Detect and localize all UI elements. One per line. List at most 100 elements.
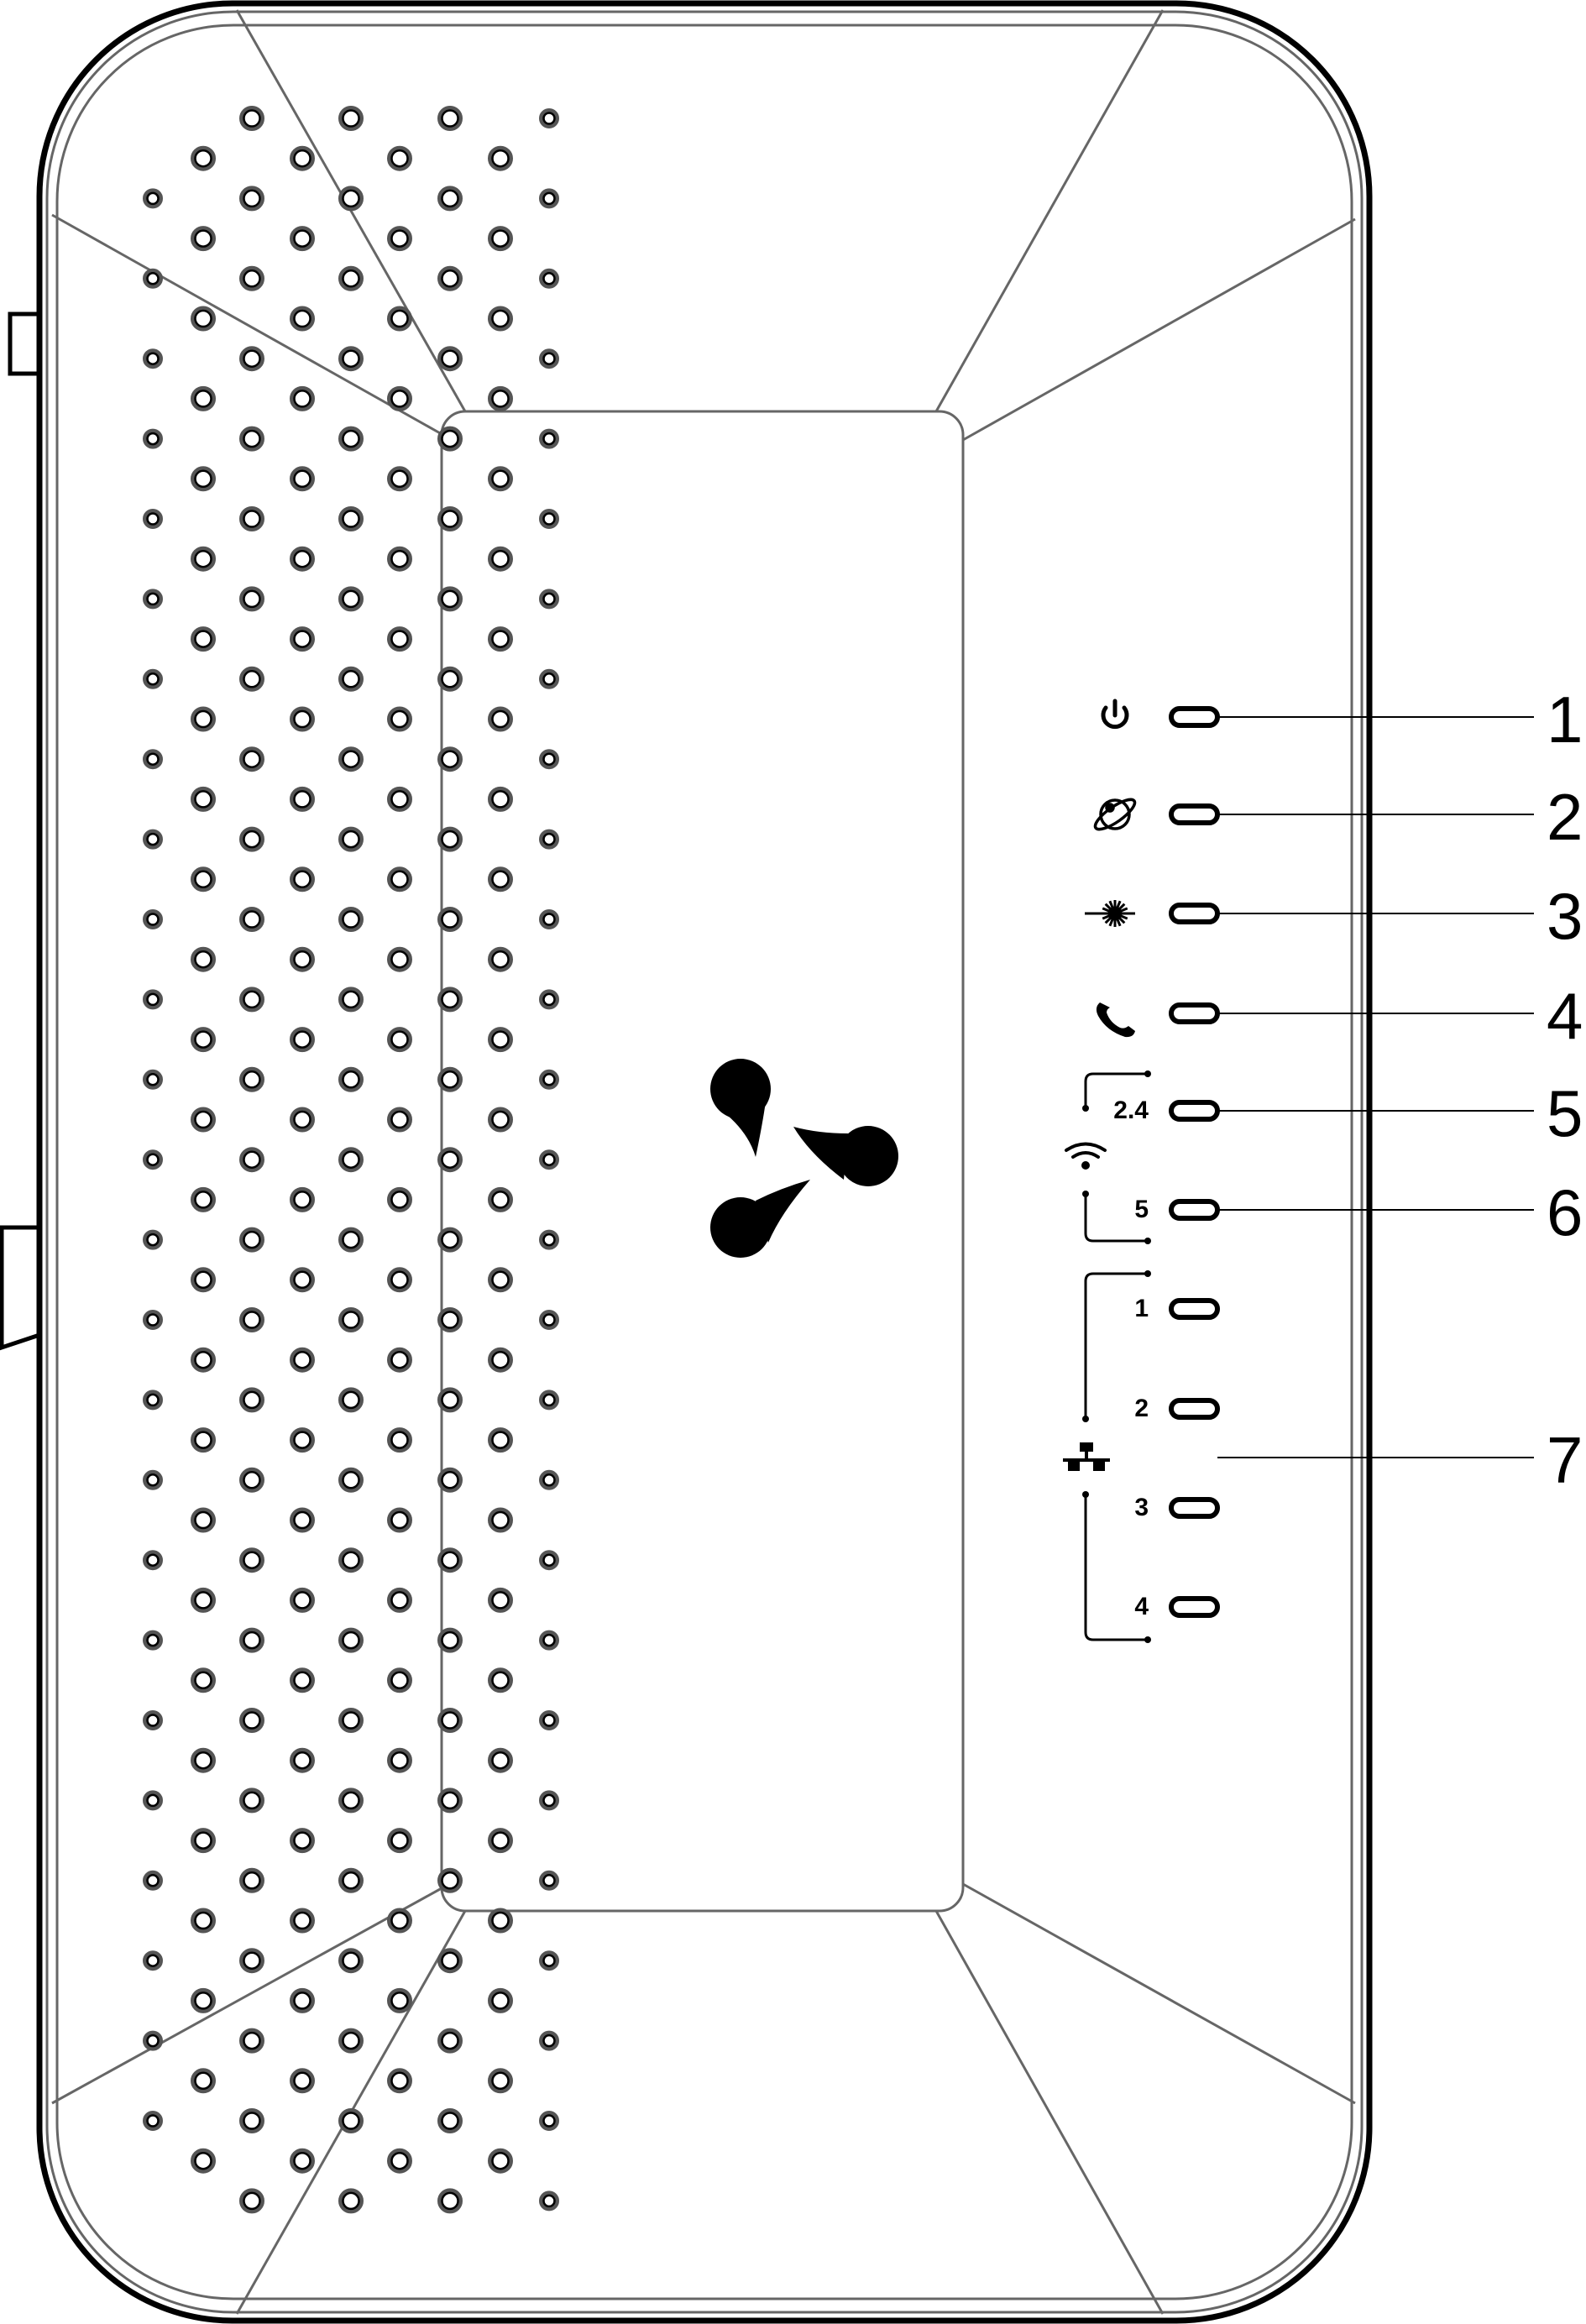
vent-hole [437, 1307, 463, 1332]
vent-hole [488, 626, 513, 652]
vent-hole [191, 2148, 216, 2174]
router-outer-shell [36, 0, 1373, 2324]
vent-hole [387, 1587, 412, 1613]
vent-hole [387, 1027, 412, 1053]
callout-7: 7 [1547, 1423, 1583, 1497]
vent-hole [239, 1787, 264, 1814]
vent-hole [338, 265, 364, 291]
vent-hole [539, 1630, 559, 1651]
vent-hole [437, 746, 463, 772]
vent-hole [239, 907, 264, 932]
vent-hole [437, 1948, 463, 1974]
vent-hole [143, 1229, 163, 1250]
vent-hole [539, 2111, 559, 2131]
vent-hole [191, 226, 216, 252]
vent-hole [488, 2148, 513, 2174]
vent-hole [539, 509, 559, 529]
vent-hole [290, 1908, 315, 1934]
vent-hole [387, 226, 412, 252]
vent-hole [290, 706, 315, 732]
vent-hole [143, 1630, 163, 1651]
vent-hole [239, 1708, 264, 1733]
vent-hole [239, 506, 264, 531]
vent-hole [191, 706, 216, 732]
vent-hole [437, 1547, 463, 1573]
vent-hole [191, 1507, 216, 1533]
vent-hole [488, 385, 513, 411]
vent-hole [387, 1107, 412, 1133]
vent-hole [387, 466, 412, 492]
vent-hole [539, 989, 559, 1010]
vent-hole [239, 2188, 264, 2214]
vent-hole [338, 426, 364, 452]
vent-hole [387, 866, 412, 892]
vent-hole [338, 1467, 364, 1493]
side-port-lower [0, 1225, 40, 1351]
callout-4: 4 [1547, 979, 1583, 1053]
side-port-upper [8, 311, 39, 376]
vent-hole [191, 1747, 216, 1773]
vent-hole [143, 829, 163, 850]
phone-icon [1096, 1002, 1135, 1038]
vent-hole [338, 666, 364, 692]
vent-hole [290, 626, 315, 652]
vent-hole [290, 2068, 315, 2094]
callout-2: 2 [1547, 780, 1583, 854]
led-label-wifi-5: 5 [1134, 1196, 1149, 1223]
vent-hole [387, 1186, 412, 1212]
vent-hole [539, 1790, 559, 1811]
vent-hole [539, 2030, 559, 2051]
vent-hole [143, 1790, 163, 1811]
vent-hole [191, 306, 216, 332]
callout-6: 6 [1547, 1175, 1583, 1249]
vent-hole [338, 2188, 364, 2214]
vent-hole [488, 1987, 513, 2013]
vent-hole [191, 145, 216, 171]
fiber-laser-icon [1085, 900, 1135, 927]
vent-hole [338, 186, 364, 212]
vent-hole [387, 1747, 412, 1773]
vent-hole [387, 2068, 412, 2094]
vent-hole [338, 1307, 364, 1332]
vent-hole [437, 1227, 463, 1253]
vent-hole [488, 2068, 513, 2094]
vent-hole [290, 1347, 315, 1373]
vent-hole [539, 1950, 559, 1971]
led-light [1169, 706, 1220, 728]
vent-hole [191, 866, 216, 892]
vent-hole [488, 1186, 513, 1212]
vent-hole [290, 1747, 315, 1773]
vent-hole [143, 1950, 163, 1971]
vent-hole [191, 786, 216, 812]
vent-hole [191, 946, 216, 972]
vent-hole [143, 1469, 163, 1490]
vent-hole [338, 826, 364, 852]
vent-hole [488, 546, 513, 572]
vent-hole [239, 1066, 264, 1092]
vent-hole [437, 265, 463, 291]
vent-hole [488, 1667, 513, 1693]
vent-hole [290, 306, 315, 332]
vent-hole [387, 626, 412, 652]
vent-hole [539, 1310, 559, 1330]
led-light [1169, 903, 1220, 924]
bracket-dots [1082, 1070, 1151, 1643]
internet-globe-icon [1093, 798, 1137, 831]
vent-hole [488, 946, 513, 972]
vent-hole [437, 586, 463, 612]
vent-hole [539, 1149, 559, 1170]
led-light [1169, 1298, 1220, 1320]
vent-hole [191, 2068, 216, 2094]
vent-hole [488, 1027, 513, 1053]
vent-hole [437, 1627, 463, 1653]
vent-hole [488, 706, 513, 732]
vent-hole [239, 2028, 264, 2054]
led-label-lan-4: 4 [1134, 1593, 1149, 1620]
vent-hole [143, 1390, 163, 1411]
vent-hole [539, 668, 559, 689]
vent-hole [387, 546, 412, 572]
vent-hole [539, 1710, 559, 1730]
vent-hole [290, 786, 315, 812]
vent-hole [143, 909, 163, 929]
